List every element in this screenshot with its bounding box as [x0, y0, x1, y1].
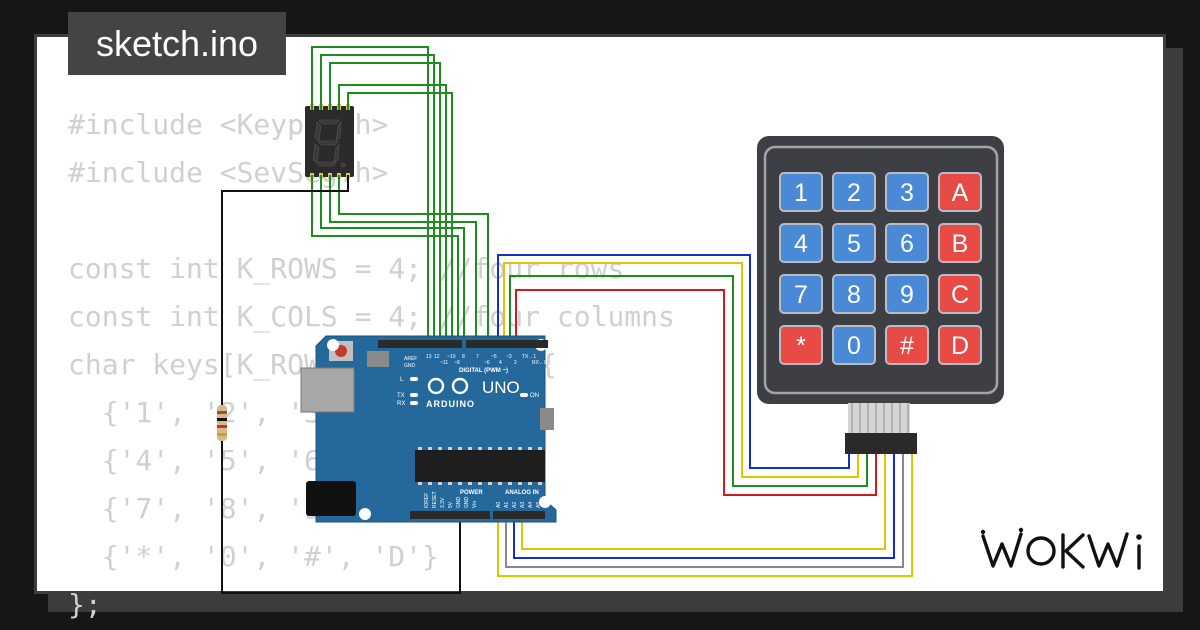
power-pin-label: IOREF [424, 493, 430, 508]
keypad-key[interactable]: C [938, 274, 982, 314]
power-pin-label: 3.3V [440, 497, 446, 508]
keypad-key-label: * [796, 332, 806, 360]
power-header [410, 511, 490, 519]
pin-label: ~11 [440, 360, 448, 366]
resistor[interactable] [217, 405, 227, 441]
keypad-key[interactable]: 2 [832, 172, 876, 212]
aref-label: AREF [404, 356, 417, 362]
keypad-key[interactable]: 8 [832, 274, 876, 314]
power-pin-label: GND [464, 497, 470, 509]
led-label: TX [397, 393, 405, 399]
keypad-key[interactable]: # [885, 325, 929, 365]
gnd-label: GND [404, 363, 416, 369]
pin-label: ~10 [447, 354, 456, 360]
led-label: RX [397, 401, 405, 407]
keypad-ribbon [848, 403, 910, 433]
analog-pin-label: A4 [528, 502, 534, 508]
keypad-key[interactable]: 4 [779, 223, 823, 263]
power-pin-label: RESET [432, 491, 438, 508]
keypad-key-label: 8 [847, 281, 861, 309]
keypad-key[interactable]: A [938, 172, 982, 212]
pin-label: TX→1 [522, 354, 536, 360]
pin-label: 12 [434, 354, 440, 360]
analog-label: ANALOG IN [505, 490, 539, 496]
keypad-key-label: 6 [900, 230, 914, 258]
file-title: sketch.ino [68, 12, 286, 75]
keypad-key-label: 3 [900, 179, 914, 207]
black-gnd-wire [221, 175, 461, 594]
digital-header-high [378, 340, 462, 348]
pin-label: 7 [476, 354, 479, 360]
green-wires [311, 46, 489, 343]
keypad-key-label: 9 [900, 281, 914, 309]
analog-pin-label: A1 [504, 502, 510, 508]
digital-header-low [466, 340, 548, 348]
keypad-key[interactable]: 5 [832, 223, 876, 263]
led-label: L [400, 377, 404, 383]
wokwi-logo [980, 527, 1142, 570]
keypad-key[interactable]: 6 [885, 223, 929, 263]
keypad-key-label: A [952, 179, 969, 207]
analog-pin-label: A0 [496, 502, 502, 508]
keypad-key-label: 7 [794, 281, 808, 309]
power-pin-label: GND [456, 497, 462, 509]
keypad-key[interactable]: 9 [885, 274, 929, 314]
keypad-key[interactable]: 3 [885, 172, 929, 212]
arduino-infinity-logo [427, 377, 469, 395]
keypad-key-label: D [951, 332, 969, 360]
pin-label: 8 [462, 354, 465, 360]
keypad-key[interactable]: D [938, 325, 982, 365]
analog-pin-label: A3 [520, 502, 526, 508]
keypad-key-label: 1 [794, 179, 808, 207]
pin-label: ~6 [484, 360, 490, 366]
code-line: {'*', '0', '#', 'D'} [68, 540, 439, 573]
code-line: const int K_COLS = 4; //four columns [68, 300, 675, 333]
analog-pin-label: A5 [536, 502, 542, 508]
keypad-key-label: 2 [847, 179, 861, 207]
keypad-key-label: B [952, 230, 969, 258]
power-pin-label: 5V [448, 501, 454, 508]
keypad-key-label: # [900, 332, 914, 360]
pin-label: 2 [514, 360, 517, 366]
code-line: const int K_ROWS = 4; //four rows [68, 252, 625, 285]
keypad-key[interactable]: 0 [832, 325, 876, 365]
keypad-wires [497, 254, 913, 577]
power-label: POWER [460, 490, 483, 496]
microcontroller-chip [415, 450, 545, 482]
code-line: #include <SevSeg.h> [68, 156, 389, 189]
pin-label: 13 [426, 354, 432, 360]
uno-label: UNO [482, 378, 520, 397]
seven-segment-display[interactable] [305, 104, 354, 179]
membrane-keypad[interactable]: 1 2 3 A 4 5 6 B 7 8 9 C * 0 # D [757, 136, 1004, 454]
keypad-key[interactable]: 7 [779, 274, 823, 314]
code-line: #include <Keypad.h> [68, 108, 389, 141]
arduino-uno-board[interactable]: AREF GND 13 12 ~11 ~10 ~9 8 7 ~6 ~5 4 ~3… [300, 335, 557, 523]
pin-label: 4 [499, 360, 502, 366]
pin-label: ~5 [491, 354, 497, 360]
usb-connector [300, 367, 355, 413]
power-pin-label: Vin [472, 501, 478, 508]
power-jack [306, 481, 356, 516]
on-label: ON [530, 393, 539, 399]
analog-pin-label: A2 [512, 502, 518, 508]
digital-header-label: DIGITAL (PWM ~) [459, 368, 508, 374]
keypad-key[interactable]: B [938, 223, 982, 263]
keypad-key-label: 0 [847, 332, 861, 360]
keypad-key-label: 5 [847, 230, 861, 258]
keypad-key-label: 4 [794, 230, 808, 258]
analog-header [493, 511, 545, 519]
keypad-key-label: C [951, 281, 969, 309]
arduino-wordmark: ARDUINO [426, 399, 475, 409]
keypad-key[interactable]: * [779, 325, 823, 365]
code-line: }; [68, 588, 102, 621]
keypad-key[interactable]: 1 [779, 172, 823, 212]
pin-label: ~3 [506, 354, 512, 360]
pin-label: ~9 [454, 360, 460, 366]
keypad-connector [845, 433, 917, 454]
pin-label: RX←0 [532, 360, 547, 366]
